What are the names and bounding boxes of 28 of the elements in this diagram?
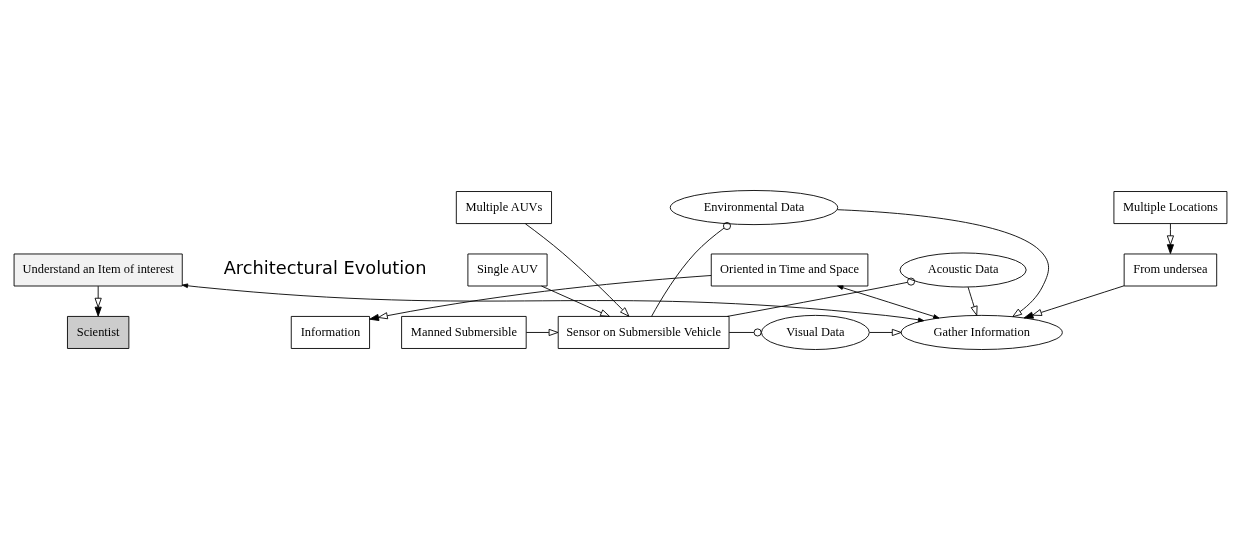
node-box: Manned Submersible <box>401 316 527 349</box>
arrow <box>369 275 712 321</box>
node-box: Single AUV <box>467 253 548 287</box>
label: Architectural Evolution <box>223 257 427 279</box>
arrow <box>94 285 102 317</box>
node-box: Understand an Item of interest <box>13 253 183 287</box>
arrow <box>1166 223 1174 255</box>
arrow <box>525 328 559 336</box>
arrow <box>837 285 940 319</box>
node-box: From undersea <box>1123 253 1218 287</box>
arrow <box>1023 285 1125 319</box>
arrow <box>967 286 978 316</box>
node-box: Multiple AUVs <box>455 191 552 224</box>
node-box: Scientist <box>67 316 130 349</box>
node-box: Sensor on Submersible Vehicle <box>557 316 730 349</box>
connector <box>651 221 731 317</box>
node-box: Information <box>290 316 370 349</box>
node-box: Oriented in Time and Space <box>710 253 869 287</box>
arrow <box>869 328 902 336</box>
connector <box>728 328 762 337</box>
node-ellipse: Environmental Data <box>669 190 839 226</box>
node-box: Multiple Locations <box>1113 191 1228 224</box>
arrow <box>836 209 1049 318</box>
arrow <box>181 283 925 323</box>
arrow <box>524 223 630 317</box>
node-ellipse: Visual Data <box>761 314 870 350</box>
arrow <box>541 285 611 317</box>
connector <box>726 277 916 317</box>
